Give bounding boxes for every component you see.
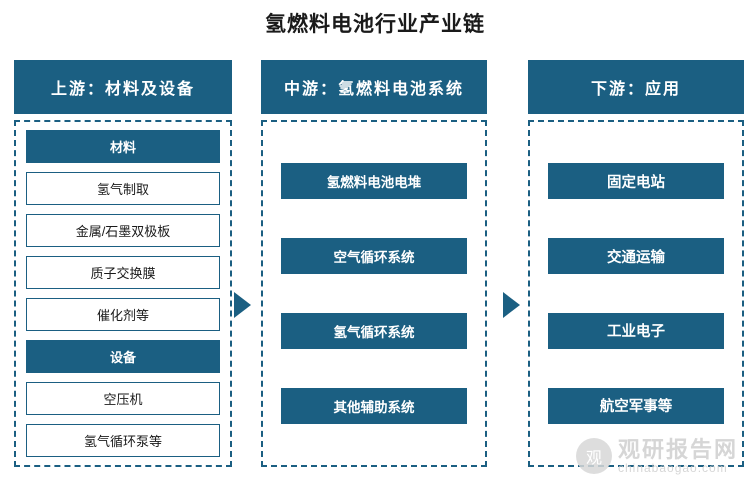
upstream-item-equipment[interactable]: 设备 (26, 340, 220, 373)
downstream-body: 固定电站 交通运输 工业电子 航空军事等 (528, 120, 744, 467)
upstream-header: 上游：材料及设备 (14, 60, 232, 114)
downstream-item-industrial-electronics[interactable]: 工业电子 (548, 312, 724, 349)
midstream-column: 中游：氢燃料电池系统 氢燃料电池电堆 空气循环系统 氢气循环系统 其他辅助系统 (261, 60, 487, 467)
upstream-item-proton-exchange-membrane[interactable]: 质子交换膜 (26, 256, 220, 289)
downstream-item-aerospace-military[interactable]: 航空军事等 (548, 387, 724, 424)
upstream-item-materials[interactable]: 材料 (26, 130, 220, 163)
midstream-item-air-circulation-system[interactable]: 空气循环系统 (281, 238, 467, 275)
upstream-column: 上游：材料及设备 材料 氢气制取 金属/石墨双极板 质子交换膜 催化剂等 设备 … (14, 60, 232, 467)
midstream-item-hydrogen-circulation-system[interactable]: 氢气循环系统 (281, 312, 467, 349)
midstream-header: 中游：氢燃料电池系统 (261, 60, 487, 114)
downstream-item-stationary-power-station[interactable]: 固定电站 (548, 163, 724, 200)
page-title: 氢燃料电池行业产业链 (265, 13, 485, 36)
arrow-right-icon-upstream-to-midstream (234, 292, 251, 318)
downstream-header: 下游：应用 (528, 60, 744, 114)
downstream-column: 下游：应用 固定电站 交通运输 工业电子 航空军事等 (528, 60, 744, 467)
downstream-item-transportation[interactable]: 交通运输 (548, 238, 724, 275)
upstream-item-catalyst[interactable]: 催化剂等 (26, 298, 220, 331)
midstream-body: 氢燃料电池电堆 空气循环系统 氢气循环系统 其他辅助系统 (261, 120, 487, 467)
arrow-right-icon-midstream-to-downstream (503, 292, 520, 318)
midstream-item-fuel-cell-stack[interactable]: 氢燃料电池电堆 (281, 163, 467, 200)
midstream-item-other-auxiliary-system[interactable]: 其他辅助系统 (281, 387, 467, 424)
upstream-item-air-compressor[interactable]: 空压机 (26, 382, 220, 415)
upstream-item-hydrogen-pump[interactable]: 氢气循环泵等 (26, 424, 220, 457)
upstream-item-hydrogen-production[interactable]: 氢气制取 (26, 172, 220, 205)
upstream-item-bipolar-plate[interactable]: 金属/石墨双极板 (26, 214, 220, 247)
upstream-body: 材料 氢气制取 金属/石墨双极板 质子交换膜 催化剂等 设备 空压机 氢气循环泵… (14, 120, 232, 467)
